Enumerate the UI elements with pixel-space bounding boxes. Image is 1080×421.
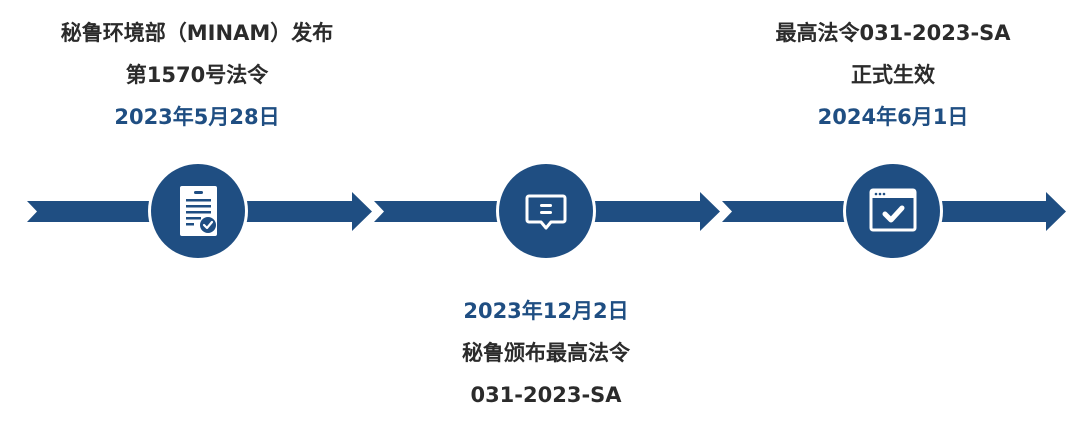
milestone-3-date: 2024年6月1日 bbox=[817, 105, 969, 129]
milestone-2-title-line2: 031-2023-SA bbox=[470, 383, 622, 407]
milestone-3-node bbox=[843, 161, 943, 261]
milestone-1-title-line1: 秘鲁环境部（MINAM）发布 bbox=[60, 21, 334, 45]
milestone-1-node bbox=[148, 161, 248, 261]
browser-window-check-icon bbox=[869, 188, 917, 232]
milestone-2-title-line1: 秘鲁颁布最高法令 bbox=[462, 341, 630, 365]
document-check-icon bbox=[180, 186, 217, 236]
milestone-3-title-line2: 正式生效 bbox=[851, 63, 935, 87]
milestone-2-labels: 2023年12月2日 秘鲁颁布最高法令 031-2023-SA bbox=[366, 290, 726, 416]
milestone-3-title-line1: 最高法令031-2023-SA bbox=[775, 21, 1011, 45]
milestone-3-labels: 最高法令031-2023-SA 正式生效 2024年6月1日 bbox=[713, 12, 1073, 138]
milestone-2-date: 2023年12月2日 bbox=[463, 299, 629, 323]
milestone-1-labels: 秘鲁环境部（MINAM）发布 第1570号法令 2023年5月28日 bbox=[17, 12, 377, 138]
milestone-1-title-line2: 第1570号法令 bbox=[125, 63, 269, 87]
milestone-2-node bbox=[496, 161, 596, 261]
milestone-1-date: 2023年5月28日 bbox=[114, 105, 280, 129]
chat-message-icon bbox=[525, 194, 567, 230]
